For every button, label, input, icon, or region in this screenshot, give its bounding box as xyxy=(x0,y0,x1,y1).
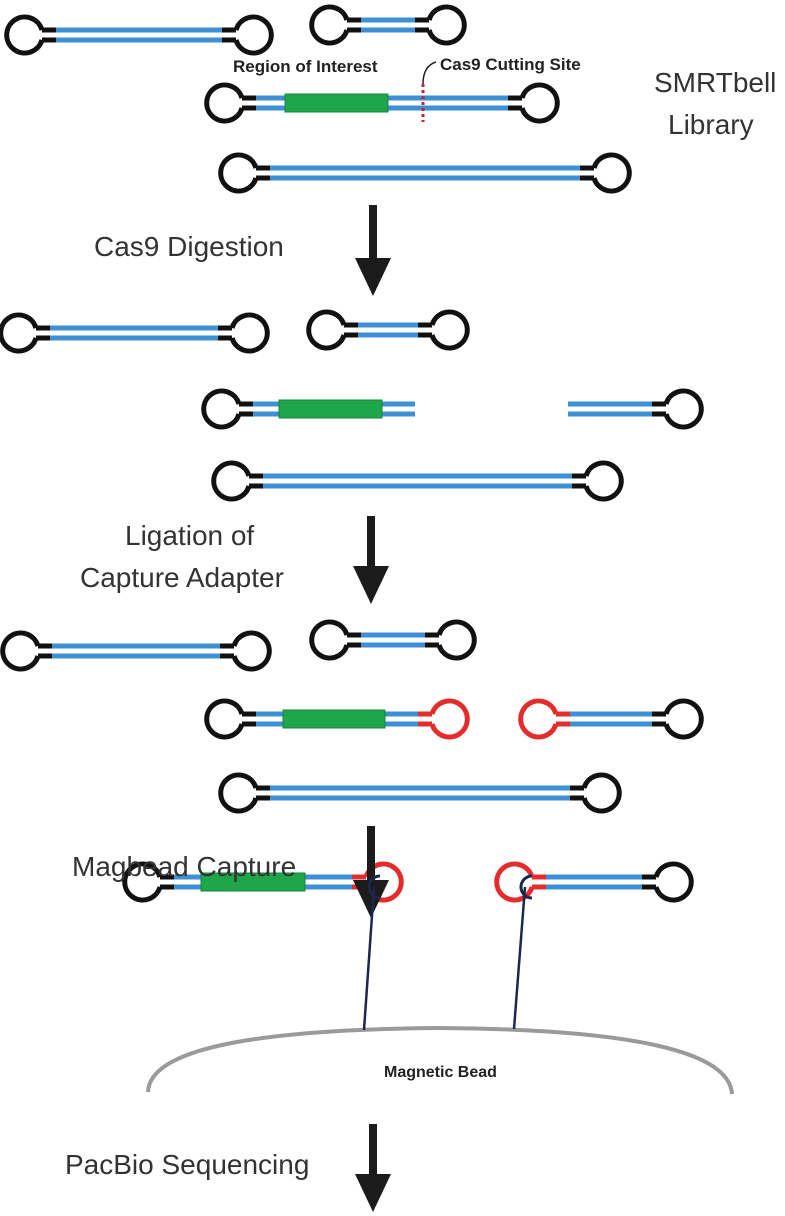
digested-molecule-2-left-adapter xyxy=(306,309,347,351)
digested-molecule-1 xyxy=(0,312,270,354)
digested-fragment-right-right-adapter xyxy=(663,388,704,430)
library-molecule-3-region-of-interest xyxy=(284,93,389,113)
captured-fragment-right xyxy=(494,861,694,903)
captured-fragment-right-right-adapter xyxy=(653,861,694,903)
library-molecule-3-left-adapter xyxy=(204,82,245,124)
library-molecule-1-left-adapter xyxy=(4,14,45,56)
library-molecule-4 xyxy=(218,152,632,194)
digested-molecule-2 xyxy=(306,309,470,351)
ligated-molecule-2-right-adapter xyxy=(436,619,477,661)
arrow-ligation-head xyxy=(353,566,389,604)
digested-fragment-left xyxy=(201,388,415,430)
library-molecule-4-left-adapter xyxy=(218,152,259,194)
ligated-molecule-1 xyxy=(0,630,272,672)
ligated-molecule-4-left-adapter xyxy=(218,772,259,814)
digested-molecule-1-left-adapter xyxy=(0,312,39,354)
step-ligation-line1: Ligation of xyxy=(125,520,254,551)
captured-fragment-left xyxy=(122,861,404,903)
arrow-pacbio-sequencing xyxy=(355,1124,391,1212)
step-magbead-capture: Magbead Capture xyxy=(72,851,296,882)
library-molecule-4-right-adapter xyxy=(591,152,632,194)
ligated-fragment-right-right-adapter xyxy=(663,698,704,740)
magnetic-bead-label: Magnetic Bead xyxy=(384,1064,497,1081)
digested-molecule-4-right-adapter xyxy=(583,460,624,502)
captured-fragment-left-region-of-interest xyxy=(200,872,306,892)
ligated-molecule-1-right-adapter xyxy=(231,630,272,672)
arrow-magbead-capture-head xyxy=(353,880,389,918)
capture-hook-left xyxy=(367,874,381,900)
molecules-layer xyxy=(0,4,704,903)
library-molecule-3 xyxy=(204,82,560,124)
library-molecule-2-left-adapter xyxy=(309,4,350,46)
library-molecule-3-right-adapter xyxy=(519,82,560,124)
digested-fragment-left-region-of-interest xyxy=(278,399,383,419)
ligated-molecule-4 xyxy=(218,772,622,814)
region-of-interest-label: Region of Interest xyxy=(233,57,378,76)
ligated-fragment-left-region-of-interest xyxy=(282,709,386,729)
smrtbell-label-line1: SMRTbell xyxy=(654,67,776,98)
arrow-cas9-digestion xyxy=(355,205,391,296)
library-molecule-1-right-adapter xyxy=(233,14,274,56)
digested-molecule-4 xyxy=(211,460,624,502)
arrow-magbead-capture xyxy=(353,826,389,918)
arrows-layer xyxy=(353,205,391,1212)
ligated-molecule-1-left-adapter xyxy=(0,630,41,672)
library-molecule-2 xyxy=(309,4,467,46)
digested-molecule-1-right-adapter xyxy=(229,312,270,354)
bead-tether-left xyxy=(362,886,376,1031)
ligated-fragment-left xyxy=(204,698,470,740)
library-molecule-1 xyxy=(4,14,274,56)
capture-hook-right xyxy=(519,874,533,900)
ligated-fragment-right xyxy=(518,698,704,740)
cas9-cutting-site-label: Cas9 Cutting Site xyxy=(440,55,581,74)
arrow-pacbio-sequencing-head xyxy=(355,1174,391,1212)
smrtbell-label-line2: Library xyxy=(668,109,754,140)
arrow-ligation xyxy=(353,516,389,604)
digested-molecule-2-right-adapter xyxy=(429,309,470,351)
digested-molecule-4-left-adapter xyxy=(211,460,252,502)
bead-tether-right xyxy=(512,886,527,1030)
captured-fragment-right-left-adapter xyxy=(494,861,535,903)
digested-fragment-right xyxy=(568,388,704,430)
step-ligation-line2: Capture Adapter xyxy=(80,562,284,593)
ligated-fragment-left-left-adapter xyxy=(204,698,245,740)
ligated-fragment-left-right-adapter xyxy=(429,698,470,740)
ligated-molecule-4-right-adapter xyxy=(581,772,622,814)
captured-fragment-left-left-adapter xyxy=(122,861,163,903)
library-molecule-2-right-adapter xyxy=(426,4,467,46)
ligated-molecule-2 xyxy=(309,619,477,661)
digested-fragment-left-left-adapter xyxy=(201,388,242,430)
cas9-cut-site-leader xyxy=(422,61,437,85)
step-cas9-digestion: Cas9 Digestion xyxy=(94,231,284,262)
ligated-molecule-2-left-adapter xyxy=(309,619,350,661)
arrow-cas9-digestion-head xyxy=(355,258,391,296)
magnetic-bead xyxy=(146,1025,734,1095)
step-pacbio-sequencing: PacBio Sequencing xyxy=(65,1149,309,1180)
ligated-fragment-right-left-adapter xyxy=(518,698,559,740)
